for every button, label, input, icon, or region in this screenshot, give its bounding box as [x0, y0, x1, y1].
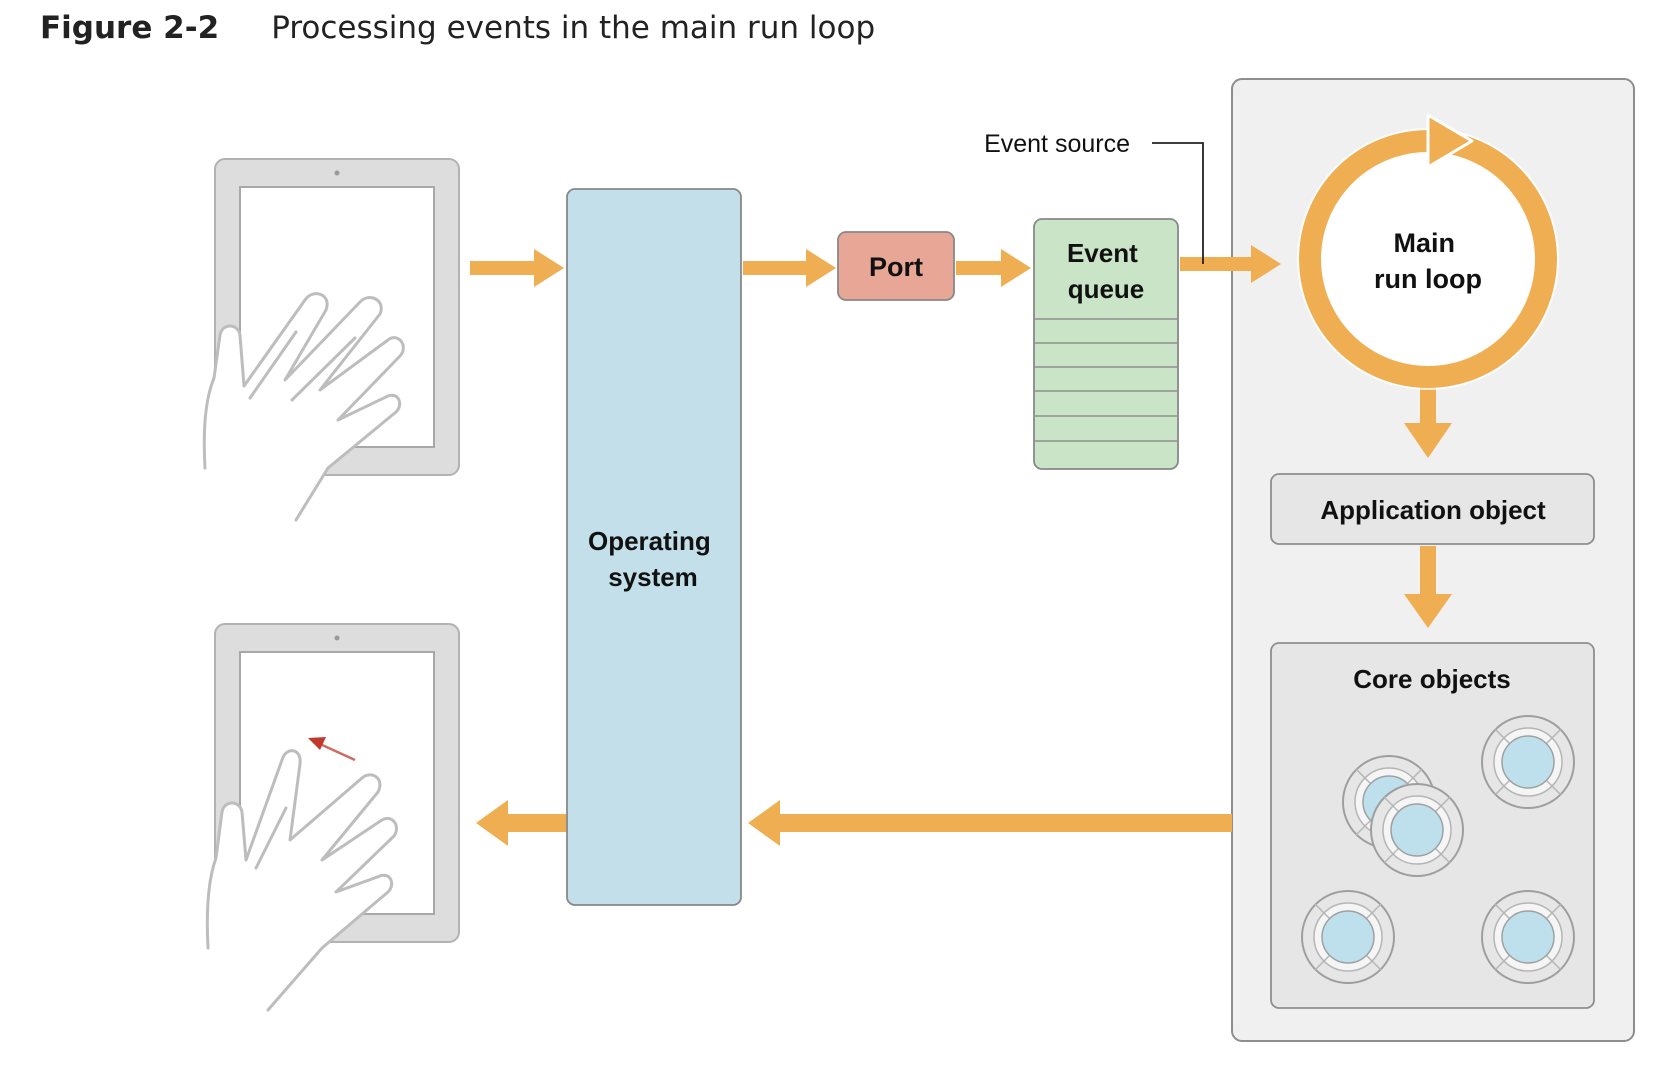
arrow-port-to-queue — [956, 249, 1031, 287]
figure-title: Figure 2-2 Processing events in the main … — [40, 10, 875, 46]
core-object-icon — [1481, 715, 1575, 809]
tablet-top-icon — [202, 158, 460, 522]
arrow-device-to-os — [470, 249, 564, 287]
event-queue-box — [1033, 218, 1179, 470]
arrow-os-to-port — [743, 249, 836, 287]
core-object-icon — [1370, 783, 1464, 877]
main-run-loop — [1297, 113, 1559, 390]
port-box — [837, 231, 955, 301]
core-objects-label: Core objects — [1353, 664, 1511, 694]
arrow-queue-to-runloop — [1180, 245, 1281, 283]
port-label: Port — [869, 252, 923, 282]
arrow-os-to-device — [476, 800, 567, 846]
operating-system-box — [566, 188, 742, 906]
swipe-arrow-icon — [308, 737, 356, 762]
event-source-line — [1152, 142, 1204, 264]
figure-caption: Processing events in the main run loop — [271, 10, 876, 46]
event-source-label: Event source — [984, 130, 1130, 158]
arrow-app-to-core — [1404, 546, 1452, 628]
application-object-box — [1270, 473, 1595, 545]
arrow-app-to-os — [748, 800, 1232, 846]
operating-system-label: Operating system — [588, 526, 718, 592]
hand-icon — [202, 292, 405, 522]
hand-icon — [205, 749, 398, 1012]
core-object-icon — [1301, 890, 1395, 984]
arrow-runloop-to-app — [1404, 372, 1452, 458]
figure-number: Figure 2-2 — [40, 10, 220, 46]
run-loop-arrowhead — [1426, 113, 1474, 169]
event-queue-label: Event queue — [1067, 238, 1145, 304]
main-run-loop-label: Main run loop — [1374, 228, 1482, 294]
tablet-bottom-icon — [205, 623, 460, 1012]
core-object-icon — [1481, 890, 1575, 984]
application-object-label: Application object — [1320, 495, 1546, 525]
